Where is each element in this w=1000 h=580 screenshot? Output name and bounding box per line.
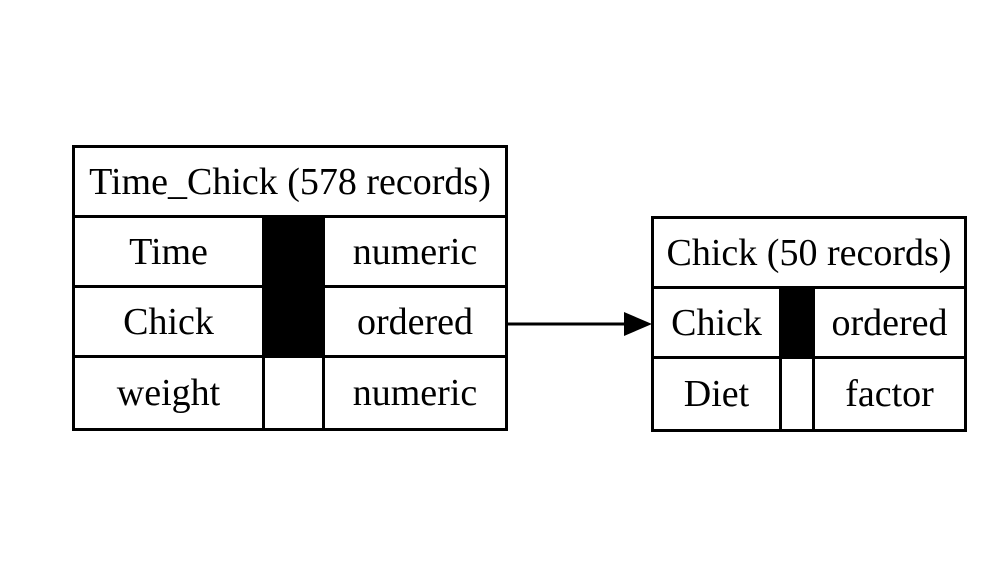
column-name-cell: Chick: [75, 288, 265, 358]
key-indicator-cell: [265, 358, 325, 428]
column-name-cell: Time: [75, 218, 265, 288]
table-title: Time_Chick (578 records): [75, 148, 505, 218]
key-indicator-cell: [265, 218, 325, 288]
key-indicator-cell: [265, 288, 325, 358]
column-type-cell: ordered: [815, 289, 964, 359]
relation-arrowhead: [624, 312, 652, 336]
column-type-cell: ordered: [325, 288, 505, 358]
key-indicator-cell: [782, 359, 815, 429]
column-type-cell: factor: [845, 373, 934, 415]
relation-arrow: [508, 312, 652, 336]
column-name-cell: Diet: [654, 359, 782, 429]
table-title: Chick (50 records): [654, 219, 964, 289]
table-node-chick: Chick (50 records) Chick ordered Diet fa…: [651, 216, 967, 432]
column-name-cell: weight: [75, 358, 265, 428]
column-type-cell: numeric: [352, 372, 478, 414]
key-indicator-cell: [782, 289, 815, 359]
column-name-cell: Chick: [654, 289, 782, 359]
column-type-cell: numeric: [325, 218, 505, 288]
table-node-time-chick: Time_Chick (578 records) Time numeric Ch…: [72, 145, 508, 431]
